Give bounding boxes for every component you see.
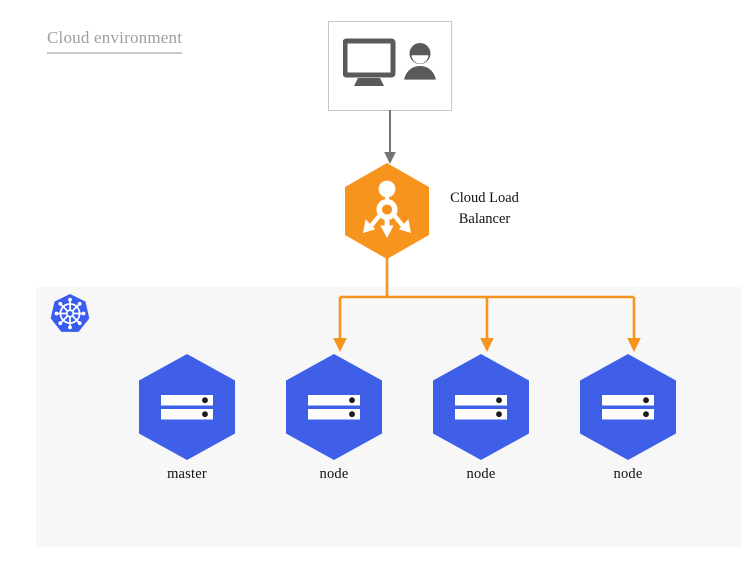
node-label: node [319, 466, 349, 482]
monitor-icon [342, 38, 399, 95]
cluster-node-2[interactable]: node [433, 354, 529, 483]
page-title: Cloud environment [47, 28, 183, 54]
client-workstation[interactable] [328, 21, 452, 111]
kubernetes-logo-icon [48, 292, 92, 336]
server-icon [286, 354, 382, 460]
node-label: node [613, 466, 643, 482]
person-icon [403, 39, 437, 94]
server-icon [139, 354, 235, 460]
server-icon [433, 354, 529, 460]
node-label: master [167, 466, 207, 482]
cloud-load-balancer-label: Cloud Load Balancer [437, 188, 532, 230]
lb-label-line-1: Cloud Load [450, 190, 519, 206]
cluster-node-3[interactable]: node [580, 354, 676, 483]
branch-arrows-icon [320, 256, 650, 358]
cluster-node-master[interactable]: master [139, 354, 235, 483]
lb-label-line-2: Balancer [458, 211, 511, 228]
node-label: node [466, 466, 496, 482]
cloud-load-balancer-node[interactable] [345, 163, 429, 259]
arrow-client-to-load-balancer [360, 110, 420, 168]
cluster-node-1[interactable]: node [286, 354, 382, 483]
server-icon [580, 354, 676, 460]
